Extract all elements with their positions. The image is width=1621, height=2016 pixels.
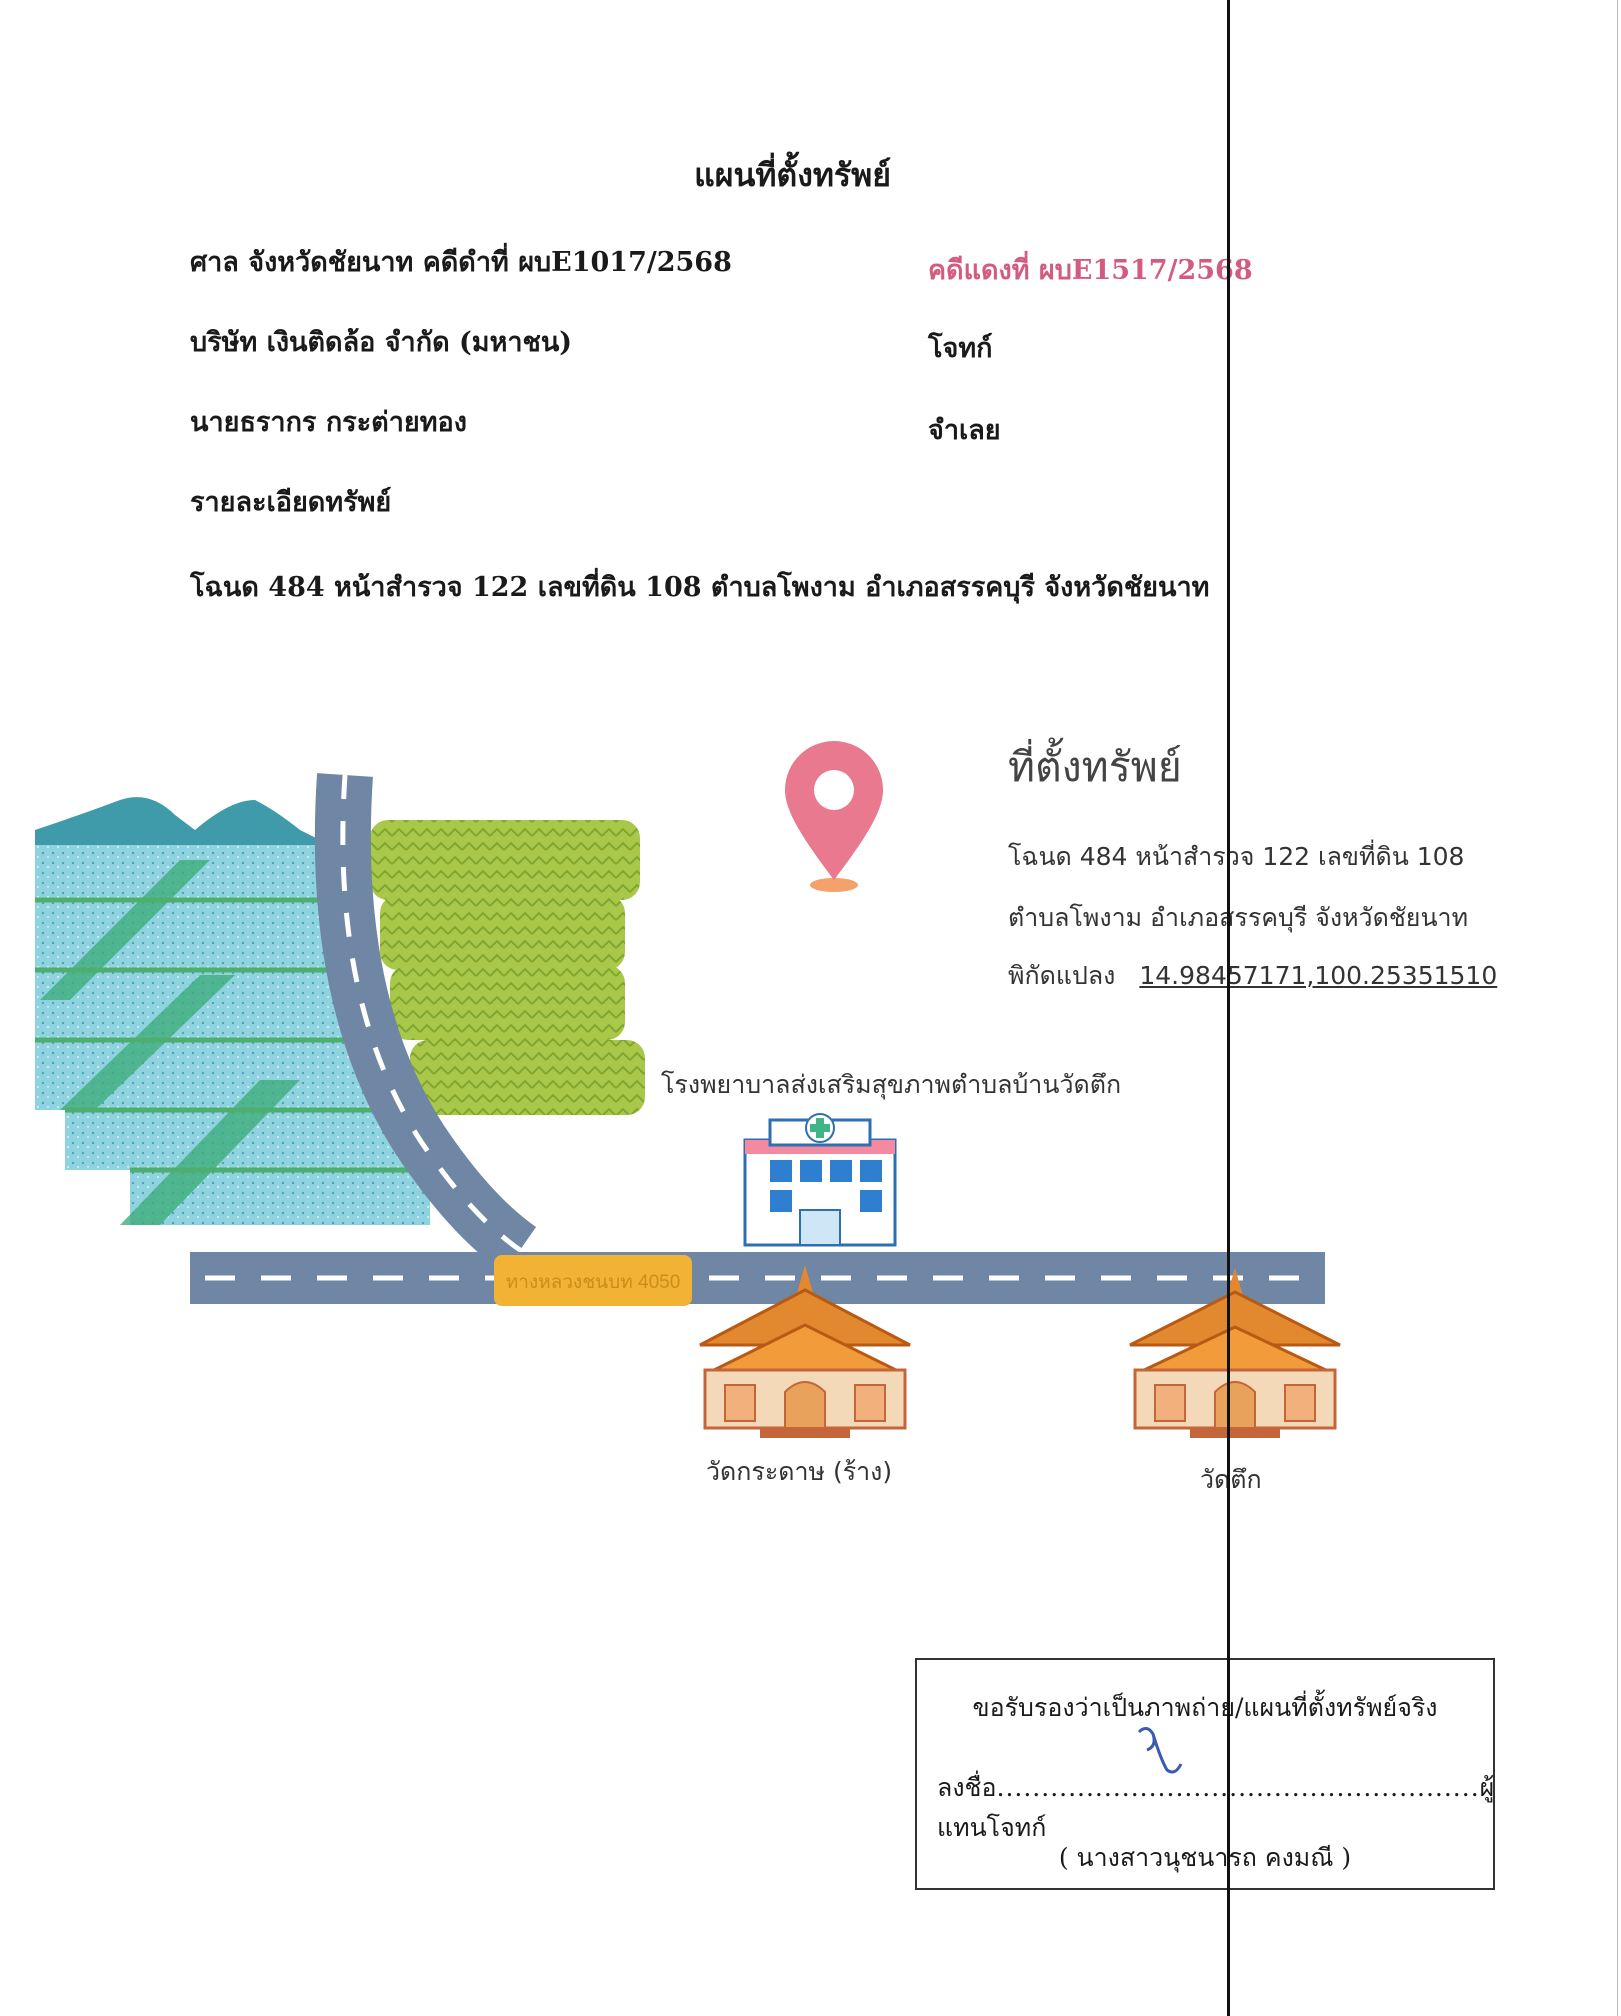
handwritten-signature — [1137, 1727, 1183, 1774]
court-case-line: ศาล จังหวัดชัยนาท คดีดำที่ ผบE1017/2568 — [190, 247, 732, 278]
certification-box: ขอรับรองว่าเป็นภาพถ่าย/แผนที่ตั้งทรัพย์จ… — [915, 1658, 1495, 1890]
red-case-number: คดีแดงที่ ผบE1517/2568 — [928, 255, 1253, 286]
coordinates-label: พิกัดแปลง — [1008, 961, 1116, 990]
scan-edge-line — [1617, 0, 1618, 2016]
road-name-sign: ทางหลวงชนบท 4050 — [494, 1255, 692, 1306]
crop-field-illustration — [370, 820, 645, 1115]
representative-name: ( นางสาวนุชนารถ คงมณี ) — [1058, 1843, 1352, 1872]
defendant-role: จำเลย — [928, 415, 1001, 446]
temple-icon — [699, 1265, 911, 1438]
temple-label: วัดตึก — [1200, 1465, 1262, 1494]
temple-icon — [1129, 1268, 1341, 1438]
signature-line: ลงชื่อ..................................… — [937, 1768, 1494, 1848]
coordinates-row: พิกัดแปลง 14.98457171,100.25351510 — [1008, 956, 1497, 996]
certification-statement: ขอรับรองว่าเป็นภาพถ่าย/แผนที่ตั้งทรัพย์จ… — [972, 1693, 1438, 1722]
curved-road — [314, 773, 537, 1273]
signature-role: ผู้แทนโจทก์ — [937, 1773, 1495, 1842]
signature-prefix: ลงชื่อ — [937, 1773, 997, 1802]
map-pin-icon — [785, 741, 883, 892]
signature-dots: ........................................… — [996, 1773, 1480, 1802]
main-road — [190, 1252, 1325, 1304]
plaintiff-name: บริษัท เงินติดล้อ จำกัด (มหาชน) — [190, 327, 573, 358]
page-title: แผนที่ตั้งทรัพย์ — [694, 156, 891, 194]
road-name-label: ทางหลวงชนบท 4050 — [506, 1272, 681, 1293]
location-address-line: ตำบลโพงาม อำเภอสรรคบุรี จังหวัดชัยนาท — [1008, 903, 1469, 932]
rice-field-illustration — [35, 845, 430, 1225]
hospital-icon — [743, 1113, 897, 1247]
clinic-label: โรงพยาบาลส่งเสริมสุขภาพตำบลบ้านวัดตึก — [661, 1070, 1122, 1099]
mountain-icon — [35, 797, 330, 845]
property-details-heading: รายละเอียดทรัพย์ — [190, 487, 392, 518]
coordinates-value: 14.98457171,100.25351510 — [1139, 961, 1498, 990]
location-heading: ที่ตั้งทรัพย์ — [1008, 743, 1182, 791]
location-deed-line: โฉนด 484 หน้าสำรวจ 122 เลขที่ดิน 108 — [1008, 842, 1465, 871]
temple-label: วัดกระดาษ (ร้าง) — [706, 1457, 893, 1486]
plaintiff-role: โจทก์ — [928, 333, 993, 364]
defendant-name: นายธรากร กระต่ายทอง — [190, 407, 467, 438]
title-deed-line: โฉนด 484 หน้าสำรวจ 122 เลขที่ดิน 108 ตำบ… — [190, 572, 1210, 603]
scan-vertical-line — [1227, 0, 1230, 2016]
